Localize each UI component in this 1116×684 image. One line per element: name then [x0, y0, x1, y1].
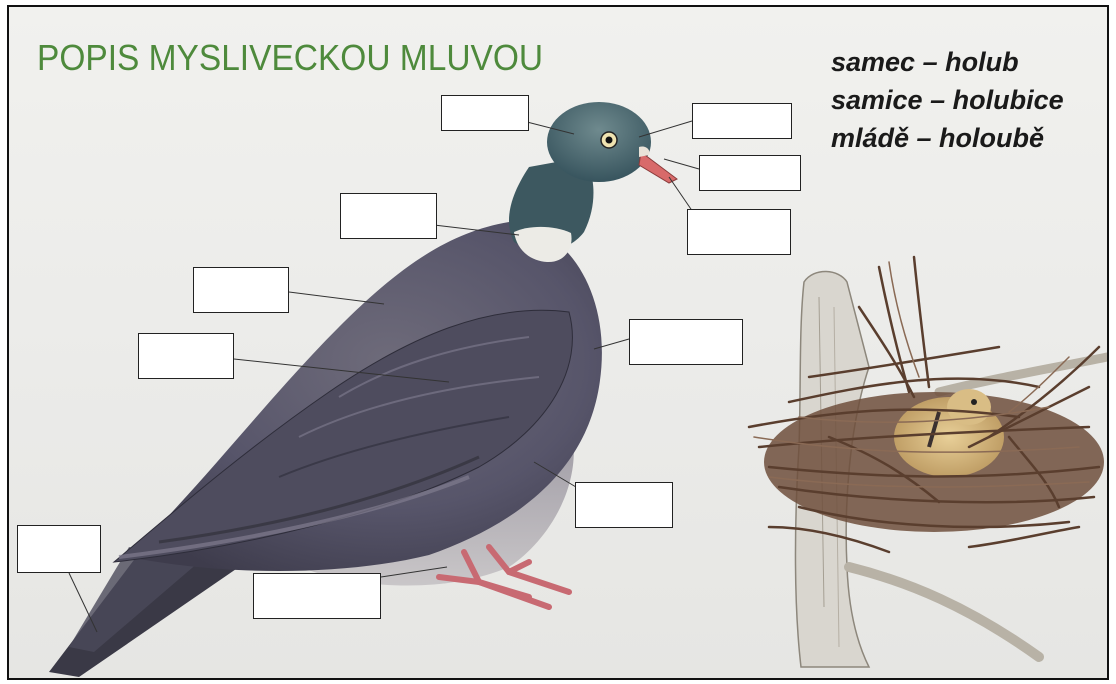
nest-illustration	[749, 257, 1107, 667]
label-box-eye[interactable]	[692, 103, 792, 139]
label-box-feet[interactable]	[253, 573, 381, 619]
label-box-tail[interactable]	[17, 525, 101, 573]
label-box-breast[interactable]	[629, 319, 743, 365]
label-box-belly[interactable]	[575, 482, 673, 528]
label-box-wing[interactable]	[138, 333, 234, 379]
label-box-back[interactable]	[193, 267, 289, 313]
label-box-crown[interactable]	[441, 95, 529, 131]
worksheet: POPIS MYSLIVECKOU MLUVOU samec – holub s…	[7, 5, 1109, 680]
label-box-cere[interactable]	[699, 155, 801, 191]
label-box-beak[interactable]	[687, 209, 791, 255]
pigeon-beak	[639, 152, 677, 183]
pigeon-head	[547, 102, 651, 182]
label-box-neck[interactable]	[340, 193, 437, 239]
